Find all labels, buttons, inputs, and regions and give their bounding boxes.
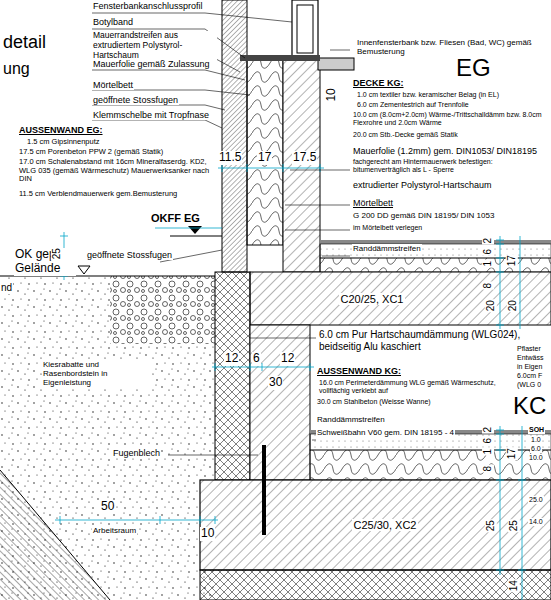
drawing-label: 1: [482, 448, 494, 456]
drawing-label: 6.0 cm Zementestrich auf Trennfolie: [356, 101, 470, 109]
drawing-label: 2: [482, 426, 494, 434]
drawing-label: 14: [508, 579, 520, 592]
drawing-label: 6: [482, 437, 494, 445]
drawing-label: 12: [224, 352, 239, 366]
drawing-label: (WLG 0: [516, 381, 542, 389]
drawing-label: 1: [482, 260, 494, 268]
drawing-label: 11.5: [218, 151, 242, 165]
drawing-label: 25: [485, 519, 497, 532]
drawing-label: 2: [482, 237, 494, 245]
drawing-label: 1.0 cm textiler bzw. keramischer Belag (…: [356, 91, 500, 99]
drawing-label: 10.0: [528, 454, 544, 462]
drawing-label: 20.0 cm Stb.-Decke gemäß Statik: [352, 131, 459, 139]
drawing-label: ung: [2, 60, 31, 78]
drawing-label: Klemmschelbe mit Tropfnase: [92, 110, 210, 120]
drawing-label: DECKE KG:: [352, 78, 405, 88]
drawing-label: 10: [200, 527, 215, 541]
drawing-label: 20: [485, 299, 497, 312]
drawing-label: Randdämmstreifen: [316, 415, 386, 424]
drawing-label: 14.0: [528, 518, 544, 526]
drawing-label: Mauerfolie gemäß Zulassung: [92, 59, 211, 69]
drawing-label: 6.0 cm Pur Hartschaumdämmung (WLG024), b…: [318, 329, 540, 352]
concrete-label-zone: C25/30, XC2: [300, 492, 470, 558]
drawing-label: 12: [280, 352, 295, 366]
concrete-grade: C20/25, XC1: [339, 293, 406, 305]
drawing-label: 16.0 cm Perimeterdämmung WLG gemäß Wärme…: [318, 379, 498, 395]
drawing-label: Schweißbahn V60 gem. DIN 18195 - 4: [316, 428, 455, 437]
drawing-label: 17: [506, 254, 518, 267]
drawing-label: 6: [252, 352, 261, 366]
drawing-label: im Mörtelbett verlegen: [352, 224, 423, 232]
drawing-label: 20: [507, 299, 519, 312]
drawing-label: OK gepl. Gelände: [14, 248, 76, 276]
concrete-label-zone: C20/25, XC1: [262, 276, 482, 322]
drawing-label: 8: [482, 465, 494, 473]
drawing-label: 11.5 cm Verblendmauerwerk gem.Bemusterun…: [18, 190, 178, 199]
drawing-label: KC: [512, 392, 547, 420]
drawing-label: Fugenblech: [112, 448, 161, 458]
drawing-label: Arbeitsraum: [92, 526, 137, 535]
drawing-label: Mauerfolie (1.2mm) gem. DIN1053/ DIN1819…: [352, 146, 538, 156]
drawing-label: 6.0cm F: [516, 372, 543, 380]
drawing-label: Mörtelbett: [92, 80, 134, 90]
drawing-label: AUSSENWAND KG:: [316, 366, 402, 376]
drawing-label: extrudierter Polystyrol-Hartschaum: [352, 180, 493, 190]
drawing-label: in Eigen: [516, 363, 543, 371]
drawing-label: Botylband: [92, 17, 134, 27]
drawing-label: G 200 DD gemäß DIN 18195/ DIN 1053: [352, 211, 495, 220]
drawing-label: Entwäss: [516, 354, 544, 362]
drawing-label: Innenfensterbank bzw. Fliesen (Bad, WC) …: [356, 38, 546, 56]
drawing-label: EG: [455, 54, 492, 82]
drawing-label: 30.0 cm Stahlbeton (Weisse Wanne): [316, 398, 432, 406]
drawing-label: 8: [482, 282, 494, 290]
drawing-label: 17: [506, 447, 518, 460]
drawing-label: 1.0: [530, 436, 542, 444]
drawing-label: Mörtelbett: [352, 198, 394, 208]
drawing-label: 17: [257, 151, 272, 165]
drawing-label: Randdämmstreifen: [352, 244, 422, 253]
drawing-label: 25.0: [528, 496, 544, 504]
drawing-label: 25: [51, 247, 63, 260]
drawing-label: geöffnete Stossfugen: [86, 250, 173, 260]
concrete-grade: C25/30, XC2: [352, 519, 419, 531]
drawing-label: 6.0: [530, 445, 542, 453]
drawing-label: SOH: [528, 426, 545, 434]
drawing-label: 50: [100, 500, 115, 514]
drawing-label: Pflaster: [516, 345, 542, 353]
drawing-label: nd: [0, 282, 13, 294]
drawing-label: geöffnete Stossfugen: [92, 95, 179, 105]
drawing-label: Fensterbankanschlussprofil: [92, 1, 204, 11]
drawing-label: OKFF EG: [150, 212, 201, 225]
drawing-label: detail: [2, 32, 47, 53]
drawing-label: 10.0 cm (8.0cm+2.0cm) Wärme-/Trittschall…: [352, 111, 548, 127]
drawing-label: 30: [268, 376, 283, 390]
drawing-label: AUSSENWAND EG:: [18, 125, 104, 135]
drawing-label: 25: [508, 519, 520, 532]
drawing-label: 1.5 cm Gipsinnenputz: [26, 138, 101, 147]
drawing-label: Kiesrabatte und Rasenbordstein in Eigenl…: [42, 360, 152, 388]
drawing-label: 10: [325, 87, 339, 102]
drawing-label: 17.5: [292, 151, 317, 165]
drawing-label: 17.5 cm Porenbeton PPW 2 (gemäß Statik): [18, 148, 164, 157]
drawing-label: fachgerecht am Hintermauerwerk befestige…: [352, 158, 522, 174]
drawing-label: 6: [482, 248, 494, 256]
drawing-label: Mauerrandstreifen aus extrudiertem Polys…: [92, 31, 217, 60]
drawing-label: 17.0 cm Schalenabstand mit 16cm Mineralf…: [18, 158, 218, 184]
